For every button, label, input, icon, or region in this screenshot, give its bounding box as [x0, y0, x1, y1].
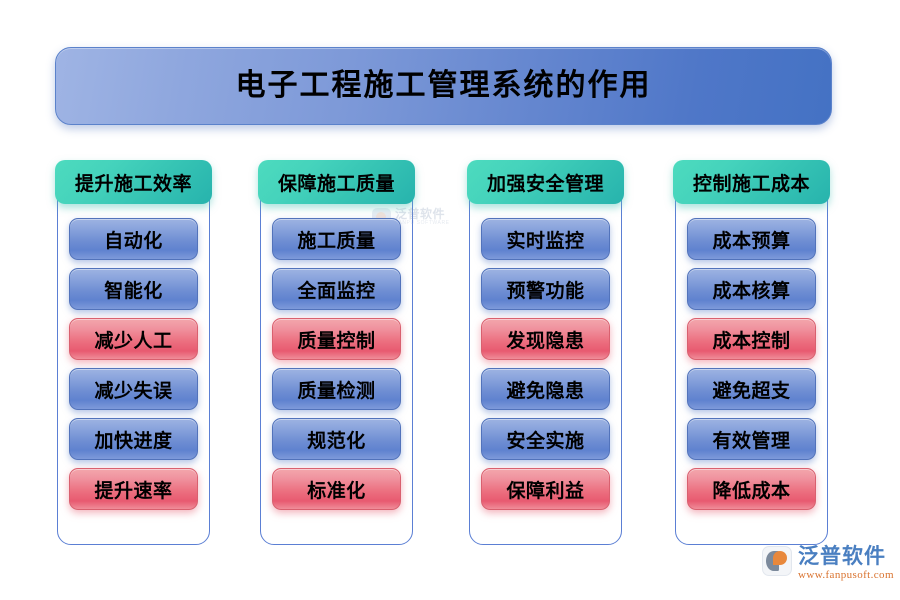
column-header-4[interactable]: 控制施工成本 [673, 160, 830, 204]
watermark-texts: 泛普软件 FANPU SOFTWARE [395, 208, 450, 226]
list-item[interactable]: 有效管理 [687, 418, 816, 460]
list-item[interactable]: 减少人工 [69, 318, 198, 360]
watermark: 泛普软件 FANPU SOFTWARE [372, 203, 468, 231]
list-item-label: 预警功能 [506, 280, 585, 302]
page-title: 电子工程施工管理系统的作用 [235, 69, 652, 102]
column-header-2[interactable]: 保障施工质量 [258, 160, 415, 204]
list-item-label: 自动化 [104, 230, 163, 252]
brand-logo-texts: 泛普软件 www.fanpusoft.com [798, 545, 894, 581]
list-item[interactable]: 质量控制 [272, 318, 401, 360]
list-item[interactable]: 预警功能 [481, 268, 610, 310]
list-item-label: 规范化 [307, 430, 366, 452]
column-2: 保障施工质量施工质量全面监控质量控制质量检测规范化标准化 [258, 160, 415, 546]
list-item[interactable]: 加快进度 [69, 418, 198, 460]
list-item-label: 避免超支 [712, 380, 791, 402]
list-item[interactable]: 全面监控 [272, 268, 401, 310]
brand-logo-icon [762, 546, 792, 576]
list-item-label: 成本核算 [712, 280, 791, 302]
list-item[interactable]: 成本核算 [687, 268, 816, 310]
list-item-label: 发现隐患 [506, 330, 585, 352]
list-item[interactable]: 实时监控 [481, 218, 610, 260]
column-header-label: 提升施工效率 [74, 173, 192, 195]
list-item[interactable]: 标准化 [272, 468, 401, 510]
list-item[interactable]: 施工质量 [272, 218, 401, 260]
list-item-label: 降低成本 [712, 480, 791, 502]
column-item-list: 施工质量全面监控质量控制质量检测规范化标准化 [260, 218, 413, 518]
brand-logo: 泛普软件 www.fanpusoft.com [762, 545, 894, 593]
column-1: 提升施工效率自动化智能化减少人工减少失误加快进度提升速率 [55, 160, 212, 546]
list-item-label: 实时监控 [506, 230, 585, 252]
list-item-label: 标准化 [307, 480, 366, 502]
watermark-name: 泛普软件 [395, 207, 446, 221]
column-header-1[interactable]: 提升施工效率 [55, 160, 212, 204]
list-item-label: 保障利益 [506, 480, 585, 502]
list-item[interactable]: 成本预算 [687, 218, 816, 260]
column-item-list: 自动化智能化减少人工减少失误加快进度提升速率 [57, 218, 210, 518]
list-item-label: 安全实施 [506, 430, 585, 452]
column-header-label: 控制施工成本 [692, 173, 810, 195]
list-item-label: 成本预算 [712, 230, 791, 252]
list-item[interactable]: 安全实施 [481, 418, 610, 460]
list-item[interactable]: 避免隐患 [481, 368, 610, 410]
list-item[interactable]: 保障利益 [481, 468, 610, 510]
brand-name: 泛普软件 [798, 545, 886, 568]
list-item-label: 减少人工 [94, 330, 173, 352]
list-item-label: 避免隐患 [506, 380, 585, 402]
list-item-label: 有效管理 [712, 430, 791, 452]
list-item[interactable]: 减少失误 [69, 368, 198, 410]
column-item-list: 实时监控预警功能发现隐患避免隐患安全实施保障利益 [469, 218, 622, 518]
columns-container: 提升施工效率自动化智能化减少人工减少失误加快进度提升速率保障施工质量施工质量全面… [55, 160, 845, 550]
list-item-label: 智能化 [104, 280, 163, 302]
list-item[interactable]: 发现隐患 [481, 318, 610, 360]
column-header-3[interactable]: 加强安全管理 [467, 160, 624, 204]
column-3: 加强安全管理实时监控预警功能发现隐患避免隐患安全实施保障利益 [467, 160, 624, 546]
logo-swoosh-orange-icon [773, 551, 787, 565]
list-item-label: 成本控制 [712, 330, 791, 352]
list-item[interactable]: 智能化 [69, 268, 198, 310]
list-item[interactable]: 质量检测 [272, 368, 401, 410]
brand-url: www.fanpusoft.com [798, 569, 894, 581]
list-item-label: 提升速率 [94, 480, 173, 502]
watermark-subtitle: FANPU SOFTWARE [395, 220, 450, 226]
list-item-label: 施工质量 [297, 230, 376, 252]
list-item-label: 加快进度 [94, 430, 173, 452]
list-item-label: 质量检测 [297, 380, 376, 402]
column-header-label: 保障施工质量 [277, 173, 395, 195]
list-item[interactable]: 自动化 [69, 218, 198, 260]
list-item-label: 质量控制 [297, 330, 376, 352]
column-item-list: 成本预算成本核算成本控制避免超支有效管理降低成本 [675, 218, 828, 518]
column-4: 控制施工成本成本预算成本核算成本控制避免超支有效管理降低成本 [673, 160, 830, 546]
list-item[interactable]: 提升速率 [69, 468, 198, 510]
list-item[interactable]: 降低成本 [687, 468, 816, 510]
list-item-label: 全面监控 [297, 280, 376, 302]
list-item[interactable]: 规范化 [272, 418, 401, 460]
column-header-label: 加强安全管理 [486, 173, 604, 195]
list-item-label: 减少失误 [94, 380, 173, 402]
list-item[interactable]: 避免超支 [687, 368, 816, 410]
list-item[interactable]: 成本控制 [687, 318, 816, 360]
page-title-banner: 电子工程施工管理系统的作用 [55, 47, 832, 125]
